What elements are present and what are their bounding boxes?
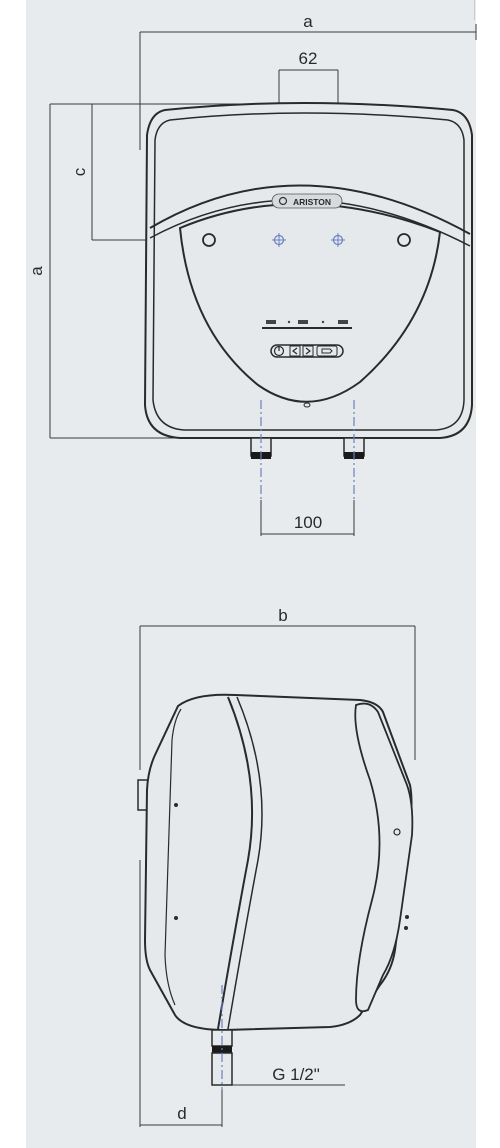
decrease-button[interactable] (289, 345, 301, 357)
front-pipes (250, 437, 365, 459)
front-width-dimension: a (139, 12, 477, 150)
d-label: d (177, 1104, 186, 1123)
depth-dimension: b (139, 606, 416, 770)
brand-logo-text: ARISTON (293, 197, 331, 207)
left-center-mark (272, 233, 286, 247)
front-view: a 62 a c (27, 12, 477, 536)
mode-button[interactable] (316, 345, 338, 357)
top-spacing-label: 62 (299, 49, 318, 68)
right-mount-hole (397, 233, 411, 247)
mounting-holes (202, 233, 411, 247)
control-panel (262, 320, 352, 358)
d-dimension: d (139, 860, 223, 1127)
side-view: b d (137, 606, 416, 1127)
increase-button[interactable] (302, 345, 314, 357)
left-mount-hole (202, 233, 216, 247)
right-center-mark (331, 233, 345, 247)
brand-badge: ARISTON (271, 193, 343, 209)
front-width-label: a (303, 12, 313, 31)
page-edge-line (474, 0, 475, 20)
bottom-spacing-label: 100 (294, 513, 322, 532)
bottom-spacing-dimension: 100 (260, 500, 355, 536)
indicator-light (303, 402, 311, 408)
front-height-label: a (27, 266, 46, 276)
depth-label: b (278, 606, 287, 625)
heater-side-body (143, 693, 414, 1032)
c-label: c (70, 167, 89, 176)
button-strip (270, 344, 344, 358)
heater-front-body (143, 102, 473, 439)
side-pipe (211, 985, 345, 1090)
thread-label: G 1/2" (272, 1065, 320, 1084)
power-button[interactable] (273, 345, 285, 357)
